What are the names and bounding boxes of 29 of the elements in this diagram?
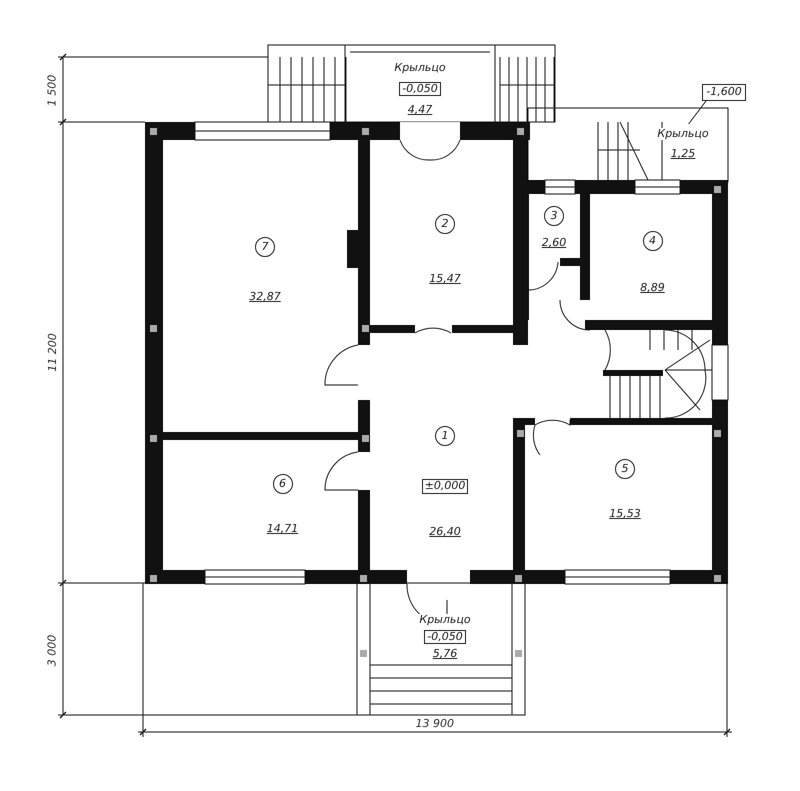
area-label: 15,53 (609, 508, 641, 521)
area-label: 14,71 (266, 523, 298, 536)
room-name: Крыльцо (657, 128, 709, 140)
room-name: Крыльцо (394, 62, 446, 74)
dimension-label: 1 500 (45, 74, 58, 106)
room-number: 1 (435, 426, 455, 446)
room-number: 4 (642, 230, 662, 251)
room-number: 5 (615, 459, 635, 480)
room-name: Крыльцо (419, 614, 471, 626)
area-label: 32,87 (249, 290, 281, 304)
room-number: 2 (435, 214, 455, 234)
dimension-label: 3 000 (45, 634, 58, 666)
area-label: 15,47 (429, 273, 461, 286)
level-mark: -0,050 (424, 630, 466, 644)
dimension-label: 11 200 (45, 332, 58, 372)
level-mark: -1,600 (702, 84, 746, 101)
level-mark: ±0,000 (422, 479, 468, 494)
area-label: 2,60 (542, 237, 566, 250)
area-label: 26,40 (429, 526, 461, 539)
room-number: 3 (544, 206, 564, 226)
area-label: 5,76 (432, 648, 458, 660)
dimension-label: 13 900 (416, 716, 454, 730)
room-number: 6 (272, 474, 292, 494)
leader-line (688, 100, 706, 124)
area-label: 8,89 (640, 282, 665, 294)
area-label: 1,25 (670, 148, 696, 160)
level-mark: -0,050 (399, 82, 441, 96)
area-label: 4,47 (408, 104, 432, 116)
room-number: 7 (255, 236, 275, 257)
